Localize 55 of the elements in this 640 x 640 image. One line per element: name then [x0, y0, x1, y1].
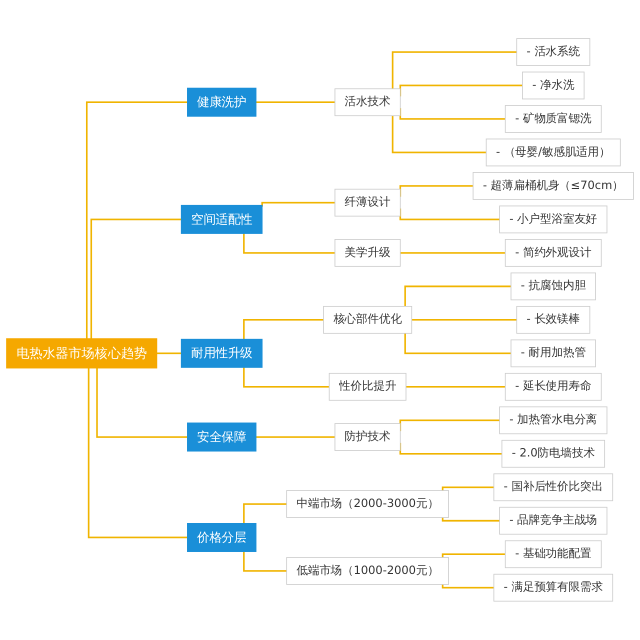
connector [156, 352, 182, 354]
connector [392, 116, 486, 154]
node-box: 安全保障 [187, 422, 256, 452]
node-box: - 小户型浴室友好 [499, 206, 608, 234]
node-box: - 国补后性价比突出 [493, 474, 614, 502]
node-box: - 活水系统 [516, 38, 590, 66]
connector [442, 584, 494, 589]
node-box: 低端市场（1000-2000元） [286, 557, 449, 585]
node-box: - 简约外观设计 [504, 239, 602, 267]
node-box: 健康洗护 [187, 88, 256, 117]
connector [243, 319, 324, 340]
node-box: - 净水洗 [522, 72, 585, 100]
node-box: 耐用性升级 [180, 338, 263, 368]
connector [255, 102, 335, 104]
connector [255, 436, 335, 438]
connector [86, 102, 188, 339]
node-box: - 基础功能配置 [504, 540, 602, 568]
connector [243, 368, 330, 388]
node-box: - （母婴/敏感肌适用） [486, 138, 621, 166]
node-box: 核心部件优化 [323, 306, 412, 334]
node-box: - 抗腐蚀内胆 [510, 272, 596, 300]
connector [442, 486, 494, 491]
connector [405, 386, 506, 388]
node-box: - 加热管水电分离 [499, 406, 608, 434]
connector [410, 319, 517, 321]
node-box: 防护技术 [334, 423, 401, 452]
node-box: 电热水器市场核心趋势 [6, 338, 158, 369]
connector [96, 368, 188, 438]
connector [243, 552, 287, 572]
connector [243, 503, 287, 524]
connector [88, 368, 188, 538]
connector [90, 218, 182, 339]
node-box: 空间适配性 [180, 205, 263, 234]
node-box: - 2.0防电墙技术 [502, 440, 606, 468]
node-box: - 延长使用寿命 [504, 373, 602, 401]
node-box: - 品牌竞争主战场 [499, 507, 608, 535]
node-box: - 矿物质富锶洗 [504, 105, 602, 133]
connector [261, 202, 335, 207]
node-box: 中端市场（2000-3000元） [286, 490, 449, 518]
node-box: - 耐用加热管 [510, 340, 596, 368]
node-box: 性价比提升 [328, 373, 406, 401]
connector [442, 554, 506, 558]
connector [404, 333, 511, 354]
node-box: 价格分层 [187, 523, 256, 552]
connector [392, 51, 517, 89]
node-box: - 满足预算有限需求 [493, 574, 614, 602]
connector [442, 518, 500, 522]
node-box: 活水技术 [334, 88, 401, 116]
node-box: - 超薄扁桶机身（≤70cm） [472, 172, 634, 200]
node-box: 纤薄设计 [334, 188, 401, 217]
connector [243, 234, 335, 254]
node-box: - 长效镁棒 [516, 306, 590, 334]
connector [399, 252, 506, 254]
node-box: 美学升级 [334, 239, 401, 267]
connector [404, 286, 511, 307]
